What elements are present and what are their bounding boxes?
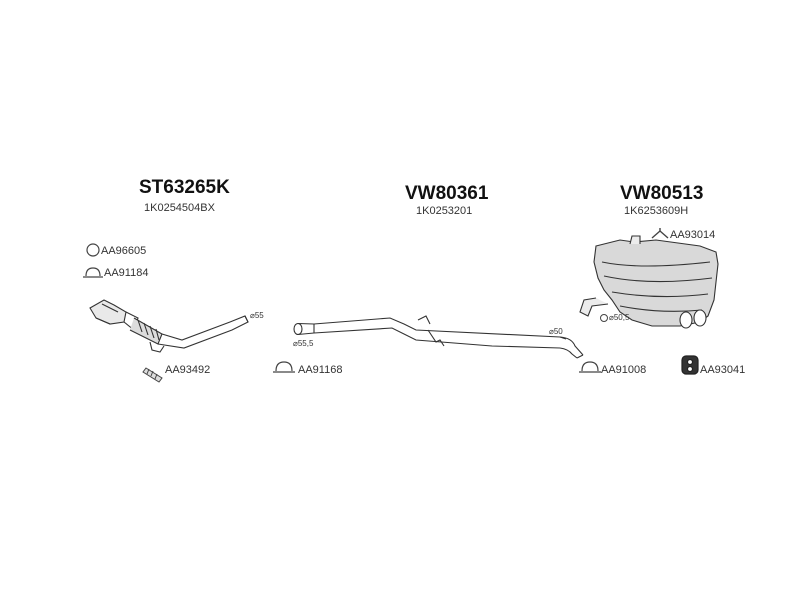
bolt-label: AA93492 bbox=[165, 364, 211, 376]
rubber-mount-label: AA93041 bbox=[700, 364, 746, 376]
oem-number-1: 1K0254504BX bbox=[144, 202, 215, 214]
oem-number-2: 1K0253201 bbox=[416, 205, 473, 217]
middle-pipe bbox=[293, 315, 584, 359]
front-pipe-catalyst bbox=[89, 299, 249, 353]
dimension-55: ⌀55 bbox=[250, 311, 264, 320]
clamp-icon-right bbox=[579, 361, 601, 373]
dimension-50-5: ⌀50,5 bbox=[609, 313, 630, 322]
part-number-st63265k: ST63265K bbox=[139, 177, 230, 198]
clamp-top-label: AA91184 bbox=[104, 267, 149, 279]
hanger-label: AA93014 bbox=[670, 229, 716, 241]
clamp-icon-top bbox=[83, 267, 103, 278]
dimension-50: ⌀50 bbox=[549, 327, 563, 336]
part-number-vw80361: VW80361 bbox=[405, 183, 489, 204]
oem-number-3: 1K6253609H bbox=[624, 205, 689, 217]
clamp-mid-label: AA91168 bbox=[298, 364, 343, 376]
bolt-icon bbox=[142, 367, 163, 383]
hanger-icon bbox=[651, 228, 669, 239]
ring-label: AA96605 bbox=[101, 245, 147, 257]
ring-icon bbox=[86, 243, 100, 257]
rubber-mount-icon bbox=[681, 355, 699, 375]
clamp-right-label: AA91008 bbox=[601, 364, 647, 376]
clamp-icon-mid bbox=[273, 361, 295, 373]
part-number-vw80513: VW80513 bbox=[620, 183, 704, 204]
ring-small-icon bbox=[600, 314, 608, 322]
dimension-55-5: ⌀55,5 bbox=[293, 339, 314, 348]
rear-silencer bbox=[579, 235, 719, 329]
